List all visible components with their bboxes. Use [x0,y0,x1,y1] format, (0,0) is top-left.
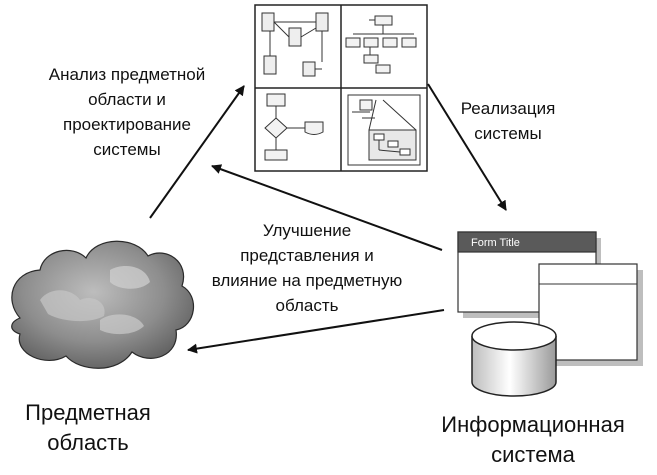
information-system-label: Информационная система [441,412,625,467]
database-icon [471,321,557,397]
er-diagram-thumbnail [261,12,329,77]
arrow-realization [427,83,507,211]
arrow-analysis [149,85,245,219]
hierarchy-diagram-thumbnail [345,15,417,74]
realization-label: Реализация системы [460,99,556,143]
arrow-improvement [211,164,443,251]
analysis-label: Анализ предметной области и проектирован… [48,65,206,159]
improvement-label: Улучшение представления и влияние на пре… [211,221,403,315]
design-models-icon [254,4,428,172]
form-title: Form Title [471,237,520,249]
subject-domain-label: Предметная область [25,400,151,455]
form-window-icon [457,231,643,366]
cloud-icon [11,240,195,369]
flowchart-thumbnail [264,93,324,161]
zoomed-model-thumbnail [347,94,421,166]
arrow-influence [187,309,445,354]
